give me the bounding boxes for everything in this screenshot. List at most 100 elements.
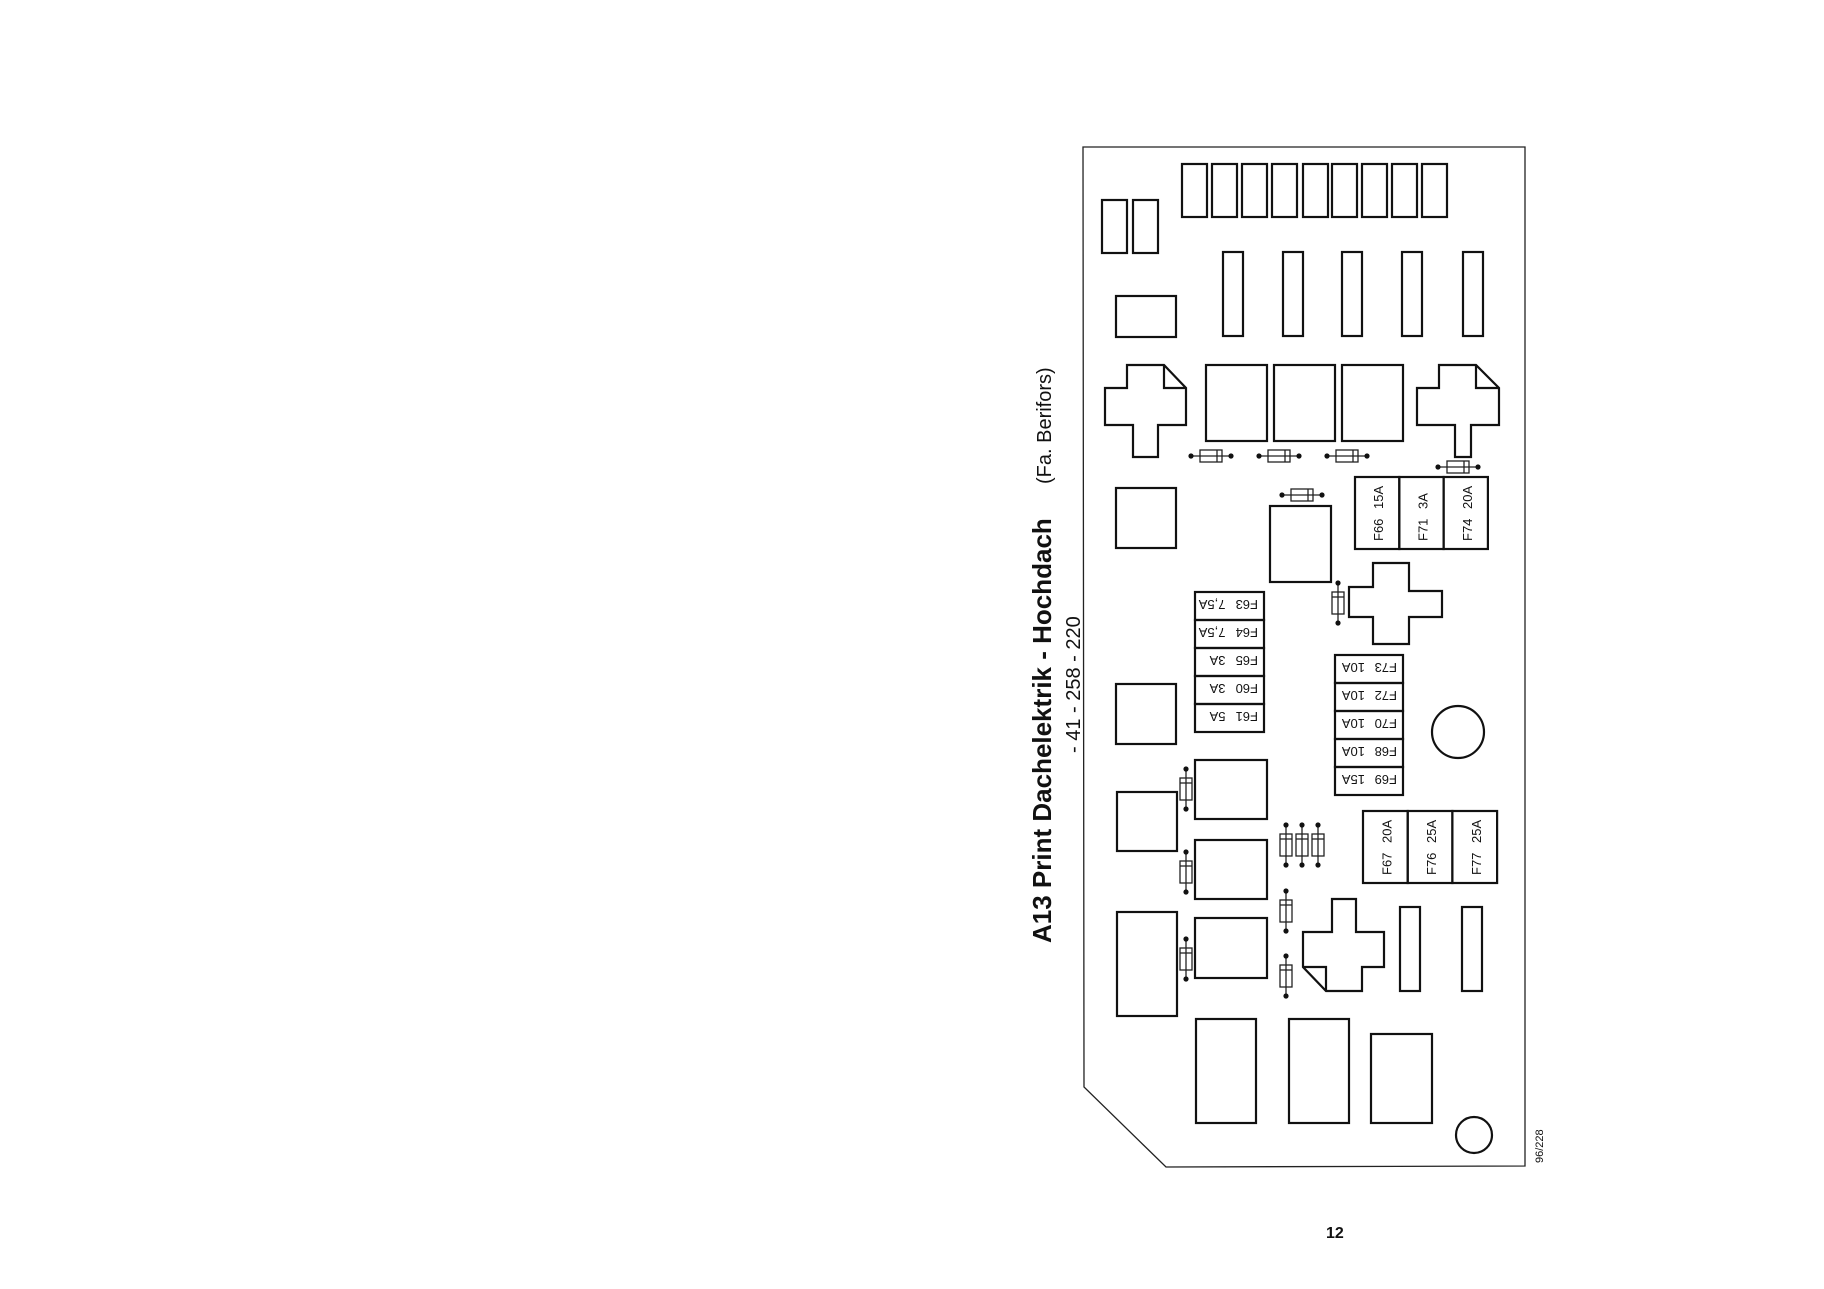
diode-pad (1299, 862, 1305, 868)
relay-square (1114, 486, 1178, 550)
relay-large (1194, 1017, 1258, 1125)
diode-pad (1183, 889, 1189, 895)
fuse-cell (1333, 765, 1405, 797)
relay (1340, 363, 1405, 443)
fuse-rating: 15A (1342, 772, 1365, 787)
diode-pad (1256, 453, 1262, 459)
relay (1204, 363, 1269, 443)
fuse-rating: 10A (1342, 716, 1365, 731)
diode-pad (1324, 453, 1330, 459)
fuse-id: F67 (1379, 853, 1394, 875)
diode-body (1199, 449, 1223, 463)
diode-body (1311, 833, 1325, 857)
page-number: 12 (1326, 1225, 1344, 1242)
diode-body (1295, 833, 1309, 857)
blade-slot (1340, 250, 1364, 338)
diode (1179, 766, 1193, 812)
relay-large (1115, 910, 1179, 1018)
connector-slot (1180, 162, 1209, 219)
fuse-id: F72 (1375, 688, 1397, 703)
mounting-hole (1454, 1115, 1494, 1155)
fuse-rating: 10A (1342, 688, 1365, 703)
connector-slot (1360, 162, 1389, 219)
fuse-rating: 25A (1424, 820, 1439, 843)
fuse-rating: 3A (1209, 681, 1225, 696)
fuse-rating: 3A (1209, 653, 1225, 668)
connector-slot (1210, 162, 1239, 219)
diode-pad (1335, 620, 1341, 626)
fuse-id: F64 (1236, 625, 1258, 640)
diode-pad (1283, 928, 1289, 934)
blade-slot (1461, 250, 1485, 338)
diode (1279, 822, 1293, 868)
diode-body (1179, 777, 1193, 801)
blade-slot (1221, 250, 1245, 338)
fuse-rating: 20A (1460, 486, 1475, 509)
diode-pad (1279, 492, 1285, 498)
fuse-rating: 7,5A (1198, 597, 1225, 612)
diode-pad (1283, 993, 1289, 999)
fuse-cell (1193, 702, 1266, 734)
fuse-F68: F68 10A (1333, 737, 1405, 769)
diode (1279, 953, 1293, 999)
fuse-rating: 7,5A (1198, 625, 1225, 640)
fuse-id: F61 (1236, 709, 1258, 724)
diode (1256, 449, 1302, 463)
fuse-F63: F63 7,5A (1193, 590, 1266, 622)
fuse-rating: 25A (1469, 820, 1484, 843)
diode-pad (1228, 453, 1234, 459)
diode-pad (1319, 492, 1325, 498)
connector-slot (1420, 162, 1449, 219)
diode-pad (1283, 822, 1289, 828)
diode-body (1290, 488, 1314, 502)
relay (1268, 504, 1333, 584)
diode-body (1179, 947, 1193, 971)
fuse-rating: 10A (1342, 744, 1365, 759)
diode-pad (1188, 453, 1194, 459)
diagram-maker: (Fa. Berifors) (1034, 367, 1056, 484)
fuse-id: F77 (1469, 853, 1484, 875)
diode-body (1179, 860, 1193, 884)
fuse-id: F63 (1236, 597, 1258, 612)
relay-square (1114, 682, 1178, 746)
diode (1311, 822, 1325, 868)
diode-pad (1183, 766, 1189, 772)
fuse-id: F66 (1371, 519, 1386, 541)
fuse-F73: F73 10A (1333, 653, 1405, 685)
fuse-id: F69 (1375, 772, 1397, 787)
diode-pad (1475, 464, 1481, 470)
relay-large (1369, 1032, 1434, 1125)
mounting-hole (1430, 704, 1486, 760)
diode-pad (1296, 453, 1302, 459)
relay (1193, 916, 1269, 980)
diode-pad (1315, 822, 1321, 828)
figure-reference: 96/228 (1534, 1129, 1546, 1163)
diode-pad (1183, 976, 1189, 982)
diode-pad (1435, 464, 1441, 470)
diode (1435, 460, 1481, 474)
fuse-F64: F64 7,5A (1193, 618, 1266, 650)
diode-pad (1335, 580, 1341, 586)
fuse-id: F76 (1424, 853, 1439, 875)
cross-relay-socket (1415, 363, 1501, 459)
cross-relay-socket (1301, 897, 1386, 993)
diode-body (1267, 449, 1291, 463)
fuse-rating: 10A (1342, 660, 1365, 675)
fuse-id: F73 (1375, 660, 1397, 675)
connector-slot (1390, 162, 1419, 219)
fuse-id: F68 (1375, 744, 1397, 759)
component-box (1114, 294, 1178, 339)
connector-slot (1270, 162, 1299, 219)
fuse-blocks: F6615AF713AF7420AF637,5AF647,5AF653AF603… (1193, 475, 1499, 885)
fuse-F72: F72 10A (1333, 681, 1405, 713)
diode-body (1335, 449, 1359, 463)
fuse-id: F74 (1460, 519, 1475, 541)
